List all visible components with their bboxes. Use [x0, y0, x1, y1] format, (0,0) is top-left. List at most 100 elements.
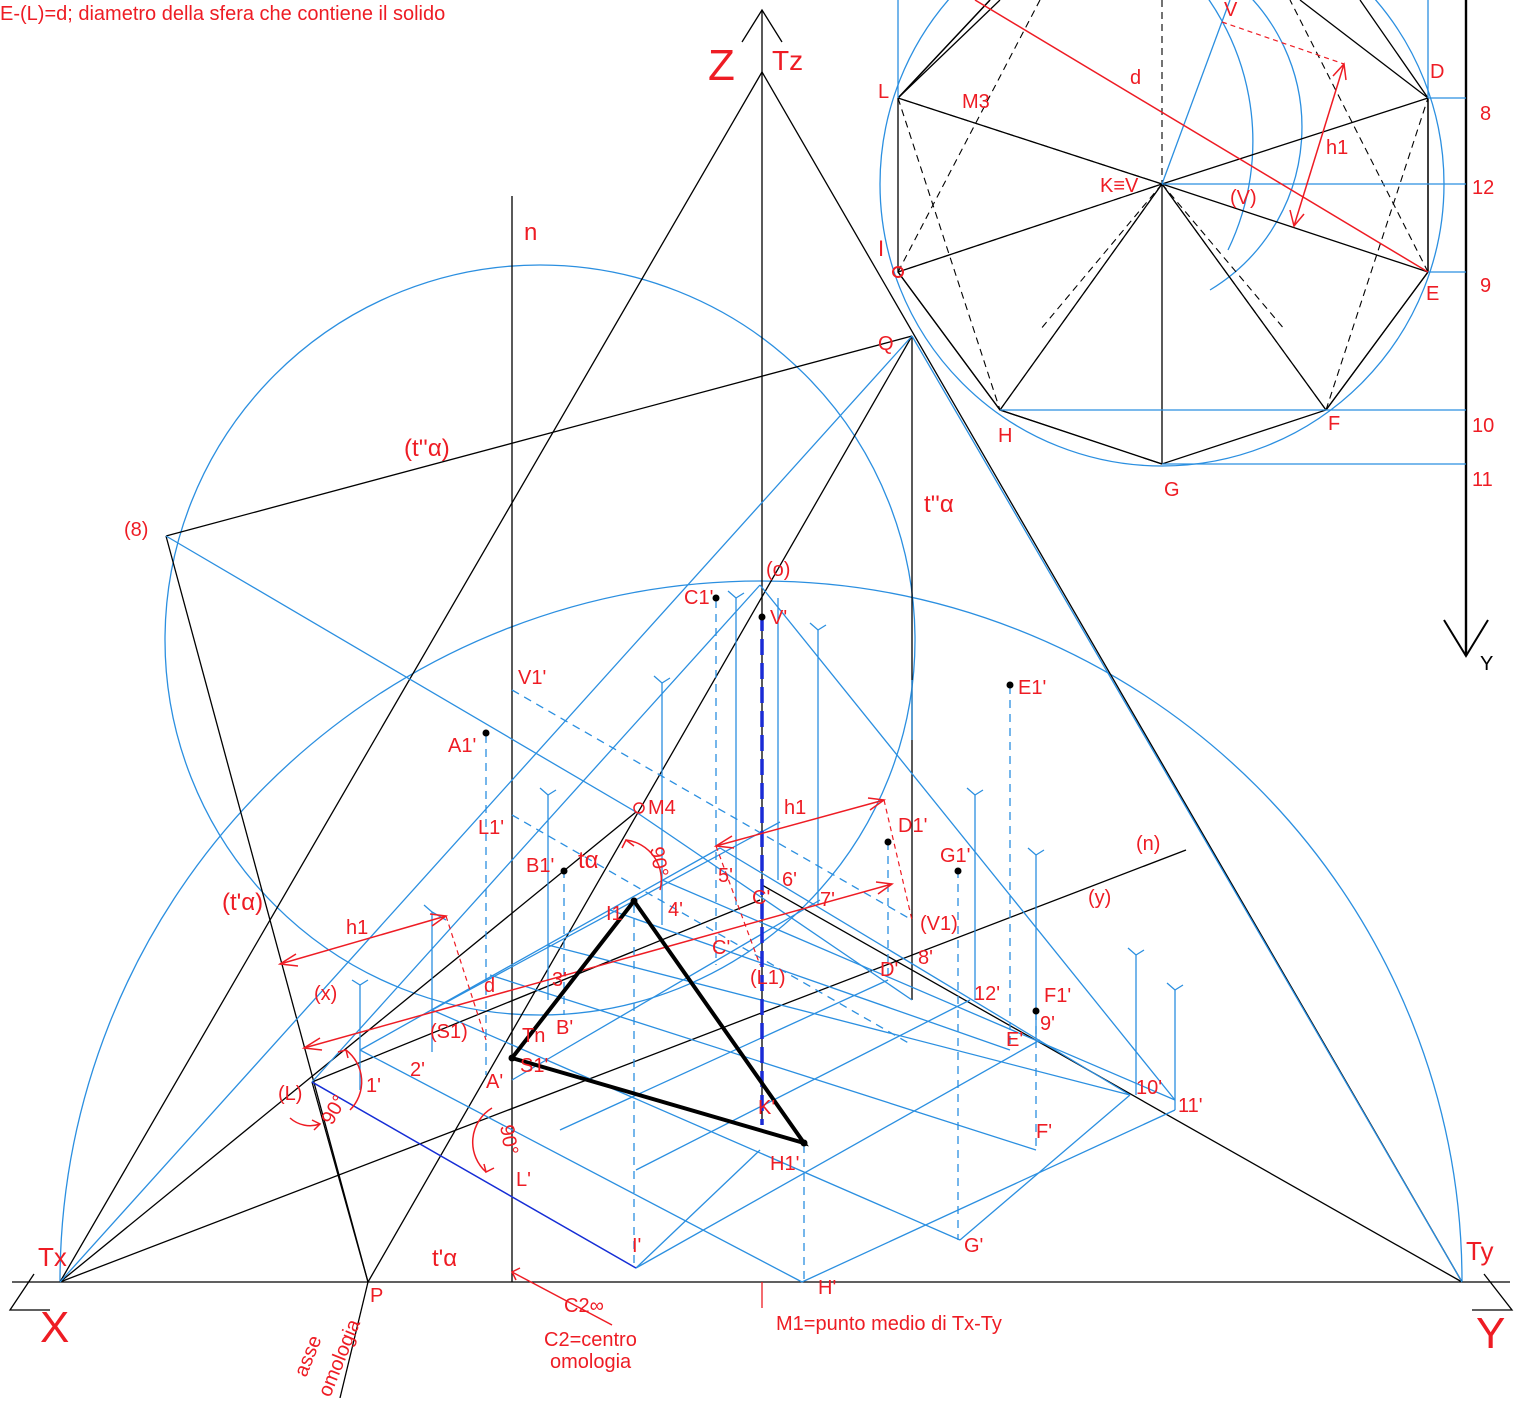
o-rot-label: (o): [766, 559, 790, 581]
l1p-label: L1': [478, 817, 504, 839]
p8-label: 8': [918, 947, 933, 969]
top-view-polygon: [892, 0, 1466, 465]
section-triangle: [508, 897, 809, 1147]
tv-g-label: G: [1164, 479, 1180, 501]
p1-label: 1': [366, 1075, 381, 1097]
construction-circles: [59, 0, 1463, 1283]
p12-label: 12': [974, 983, 1000, 1005]
tv-i-label: I: [878, 236, 884, 261]
p9-label: 9': [1040, 1013, 1055, 1035]
tv-m3-label: M3: [962, 91, 990, 113]
s1p-label: S1': [520, 1055, 548, 1077]
p4-label: 4': [668, 899, 683, 921]
c2-center-label: C2=centro: [544, 1329, 637, 1351]
scale-12: 12: [1472, 177, 1494, 199]
l1-rot-label: (L1): [750, 967, 786, 989]
kp-label: K': [758, 1097, 775, 1119]
g1p-label: G1': [940, 845, 971, 867]
c2-omologia-label: omologia: [550, 1351, 632, 1373]
tv-h1-label: h1: [1326, 137, 1348, 159]
tv-kv-label: K≡V: [1100, 175, 1139, 197]
p5-label: 5': [718, 865, 733, 887]
i1-label: I1: [606, 903, 623, 925]
t-alpha-label: tα: [578, 847, 599, 874]
x-rot-label: (x): [314, 983, 337, 1005]
y-axis-small-label: Y: [1480, 653, 1493, 675]
y-axis-label: Y: [1476, 1309, 1505, 1358]
tz-label: Tz: [772, 45, 803, 76]
tv-d-label: D: [1430, 61, 1444, 83]
hp-label: H': [818, 1277, 836, 1299]
e1p-label: E1': [1018, 677, 1046, 699]
angle-90-l: 90°: [317, 1091, 351, 1128]
p3-label: 3': [552, 969, 567, 991]
dp-label: D': [880, 959, 898, 981]
vp-label: V': [770, 607, 787, 629]
lp-label: L': [516, 1169, 531, 1191]
v1-rot-label: (V1): [920, 913, 958, 935]
q-label: Q: [878, 333, 894, 355]
f1p-label: F1': [1044, 985, 1071, 1007]
t1-alpha-label: t'α: [432, 1245, 457, 1272]
h1-left-label: h1: [346, 917, 368, 939]
red-measures: [277, 797, 913, 1326]
bp-label: B': [556, 1017, 573, 1039]
p7-label: 7': [820, 889, 835, 911]
p10-label: 10': [1136, 1077, 1162, 1099]
fp-label: F': [1036, 1121, 1052, 1143]
ep-label: E': [1006, 1029, 1023, 1051]
t1-alpha-rot-label: (t'α): [222, 889, 263, 916]
main-construction: [12, 10, 1510, 1399]
c2-infinity-label: C2∞: [564, 1295, 604, 1317]
v1p-label: V1': [518, 667, 546, 689]
p2-label: 2': [410, 1059, 425, 1081]
cp2-label: C': [712, 937, 730, 959]
omologia-label: omologia: [314, 1316, 365, 1398]
point-dots: [482, 594, 1040, 1147]
d1p-label: D1': [898, 815, 927, 837]
tv-h-label: H: [998, 425, 1012, 447]
p11-label: 11': [1178, 1095, 1203, 1117]
x-axis-label: X: [40, 1303, 69, 1352]
s1-rot-label: (S1): [430, 1021, 468, 1043]
tx-label: Tx: [38, 1242, 67, 1272]
tv-l-label: L: [878, 81, 889, 103]
t2-alpha-rot-label: (t''α): [404, 435, 450, 462]
a1p-label: A1': [448, 735, 476, 757]
l-rot-label: (L): [278, 1083, 302, 1105]
angle-90-lp: 90°: [495, 1123, 522, 1157]
scale-11: 11: [1472, 469, 1493, 491]
b1p-label: B1': [526, 855, 554, 877]
eight-rot-label: (8): [124, 519, 148, 541]
axonometric-grid: [59, 335, 1463, 1283]
tv-v-rot-label: (V): [1230, 187, 1257, 209]
c1p-label: C1': [684, 587, 713, 609]
tn-label: Tn: [522, 1025, 545, 1047]
n-label: n: [524, 219, 537, 246]
tv-e-label: E: [1426, 283, 1439, 305]
axis-arrows: [8, 0, 1514, 1311]
ip-label: I': [632, 1235, 641, 1257]
d-label: d: [484, 975, 495, 997]
m4-label: M4: [648, 797, 676, 819]
p-label: P: [370, 1285, 383, 1307]
t2-alpha-label: t''α: [924, 491, 954, 518]
scale-8: 8: [1480, 103, 1491, 125]
angle-90-m4: 90°: [645, 845, 672, 879]
h1-right-label: h1: [784, 797, 806, 819]
scale-10: 10: [1472, 415, 1494, 437]
cp-label: C': [752, 887, 770, 909]
h1p-label: H1': [770, 1153, 799, 1175]
ty-label: Ty: [1466, 1236, 1493, 1266]
scale-9: 9: [1480, 275, 1491, 297]
y-rot-label: (y): [1088, 887, 1111, 909]
tv-d-dist-label: d: [1130, 67, 1141, 89]
gp-label: G': [964, 1235, 983, 1257]
ap-label: A': [486, 1071, 503, 1093]
n-rot-label: (n): [1136, 833, 1160, 855]
z-axis-label: Z: [708, 41, 735, 90]
p6-label: 6': [782, 869, 797, 891]
